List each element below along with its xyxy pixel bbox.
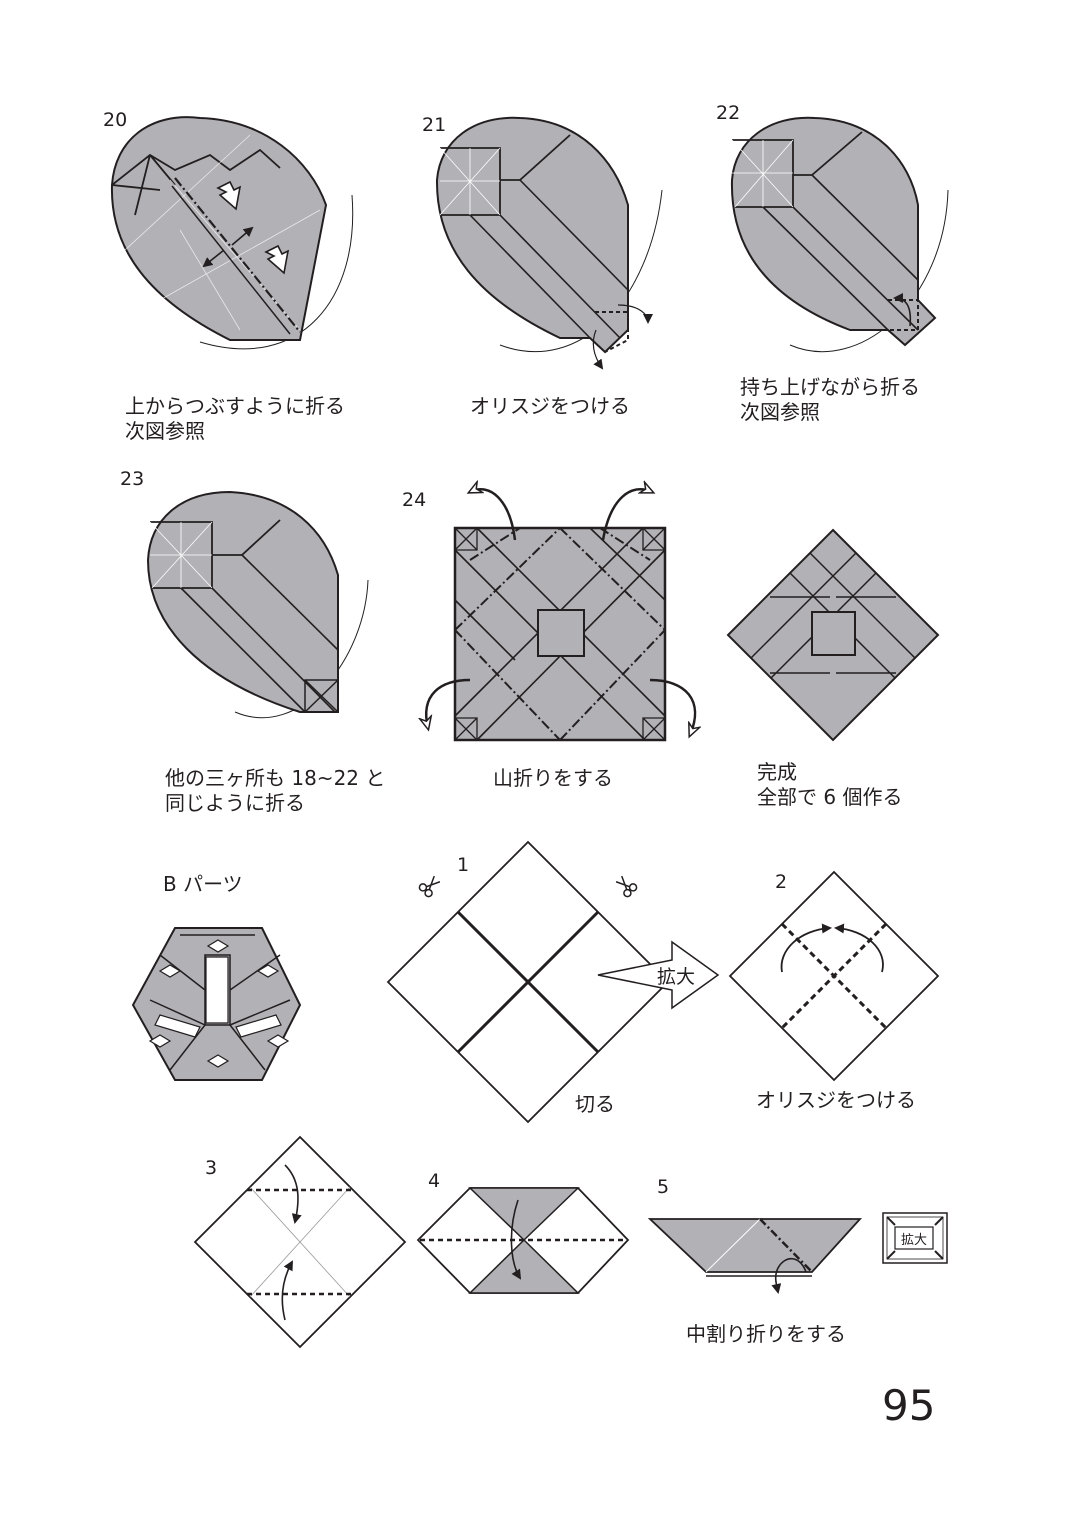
b-step-3-diagram (193, 1135, 407, 1349)
scissors-icon (418, 875, 441, 898)
step-21-paper (435, 116, 629, 354)
step-24-number: 24 (402, 489, 427, 511)
finished-caption-line-2: 全部で 6 個作る (757, 785, 903, 809)
step-23-number: 23 (120, 468, 145, 490)
step-20-push-arrow-1 (216, 180, 242, 211)
b-step-1-number: 1 (457, 854, 470, 876)
step-21-band (469, 179, 629, 339)
b-step-2-arrow-left (780, 923, 832, 973)
enlarge-arrow-label: 拡大 (657, 966, 695, 988)
step-22-square-creases (731, 139, 794, 208)
b-step-4-diagram (416, 1187, 630, 1294)
step-22-number: 22 (716, 102, 741, 124)
step-21-square-creases (439, 147, 501, 216)
b-step-3-arrow-down (284, 1164, 302, 1224)
step-20-mountain-fold (174, 177, 301, 333)
step-20-guide-arc (199, 194, 354, 350)
step-24-mountain-folds (454, 527, 666, 741)
b-step-4-number: 4 (428, 1170, 441, 1192)
b-step-4-grey-top (468, 1187, 580, 1242)
finished-unit-diagram (726, 528, 940, 742)
step-20-push-arrow-2 (264, 244, 290, 275)
b-step-3-arrow-up (281, 1260, 293, 1321)
step-24-diagram (426, 489, 695, 742)
step-22-diagram (730, 116, 949, 353)
step-24-arrow-bl (426, 678, 471, 728)
page-number: 95 (882, 1381, 936, 1430)
step-23-caption-line-2: 同じように折る (165, 791, 305, 815)
step-21-number: 21 (422, 114, 447, 136)
b-step-2-valley-b (780, 922, 888, 1030)
b-step-1-caption: 切る (575, 1092, 615, 1116)
step-22-band (762, 174, 919, 331)
enlarge-arrow-icon (597, 940, 720, 1010)
b-step-3-number: 3 (205, 1157, 218, 1179)
step-24-caption: 山折りをする (493, 766, 613, 790)
step-20-number: 20 (103, 109, 128, 131)
step-22-lift-arrow (893, 293, 912, 327)
step-24-arrow-tl (470, 489, 517, 541)
step-20-flaps (111, 148, 281, 216)
step-20-caption-line-2: 次図参照 (125, 419, 205, 443)
step-22-caption-line-2: 次図参照 (740, 400, 820, 424)
b-step-5-diagram (647, 1218, 863, 1294)
step-23-diagram (146, 490, 369, 719)
step-24-arrow-tr (601, 489, 652, 541)
step-23-corner-square (304, 679, 339, 713)
step-20-arrow-b (202, 249, 225, 268)
step-20-diagram (110, 116, 354, 350)
step-21-diagram (435, 116, 663, 370)
scissors-icon (615, 875, 638, 898)
b-step-5-number: 5 (657, 1176, 670, 1198)
step-21-crease-arrow (617, 304, 653, 324)
b-part-title: B パーツ (163, 872, 243, 896)
b-step-5-crease (705, 1218, 761, 1273)
b-part-diamonds (148, 939, 290, 1068)
step-23-caption-line-1: 他の三ヶ所も 18~22 と (165, 766, 386, 790)
b-step-1-diagram (386, 840, 720, 1124)
step-22-paper (730, 116, 937, 347)
step-23-paper (146, 490, 339, 713)
b-step-4-arrow (510, 1199, 522, 1280)
b-step-5-paper (647, 1218, 863, 1273)
step-23-square-creases (149, 521, 213, 589)
finished-caption-line-1: 完成 (757, 760, 797, 784)
step-21-caption: オリスジをつける (470, 394, 630, 418)
step-20-caption-line-1: 上からつぶすように折る (125, 394, 345, 418)
b-step-5-arrow (771, 1257, 807, 1294)
b-step-2-arrow-right (834, 923, 884, 973)
step-20-paper (110, 116, 328, 341)
b-part-white-strips (154, 956, 282, 1038)
step-23-band (180, 554, 339, 713)
b-step-2-number: 2 (775, 871, 788, 893)
enlarge-badge-label: 拡大 (901, 1233, 927, 1248)
finished-unit-center (811, 611, 856, 656)
b-step-3-creases (249, 1186, 351, 1298)
b-step-2-diagram (728, 870, 940, 1082)
b-step-1-cut-line-b (456, 910, 600, 1054)
step-24-center-square (537, 609, 585, 657)
b-part-pattern (149, 934, 291, 1071)
b-step-4-grey-bottom (468, 1238, 580, 1294)
b-part-model (131, 927, 302, 1081)
step-24-arrow-br (649, 678, 695, 735)
step-21-fold-box (595, 311, 629, 353)
b-step-5-mountain-fold (759, 1218, 813, 1273)
step-20-fold-edge (171, 185, 291, 335)
step-20-arrow-a (231, 226, 254, 246)
step-22-caption-line-1: 持ち上げながら折る (740, 375, 920, 399)
step-24-corner-squares (454, 527, 666, 741)
b-step-5-caption: 中割り折りをする (686, 1322, 846, 1346)
enlarge-badge-icon: 拡大 (882, 1212, 948, 1264)
step-21-crease-arrow-2 (592, 329, 604, 370)
b-step-2-caption: オリスジをつける (756, 1088, 916, 1112)
